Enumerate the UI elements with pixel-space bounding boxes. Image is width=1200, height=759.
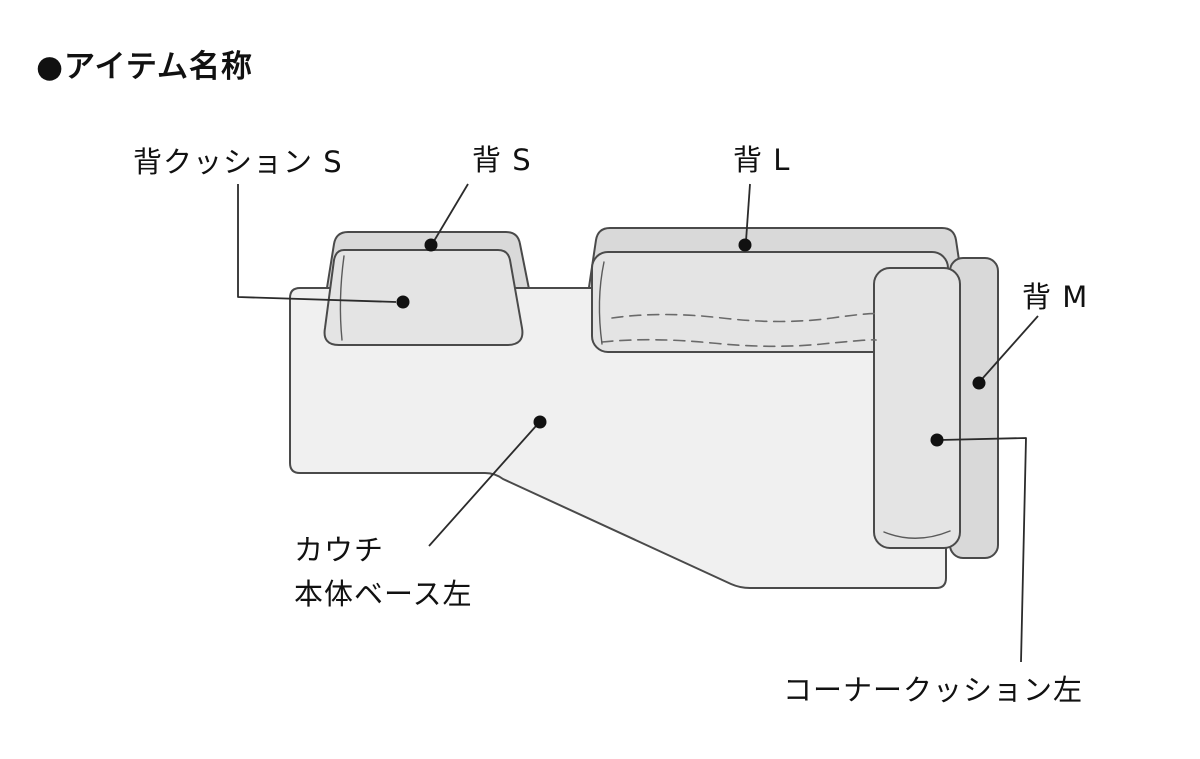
leader-corner-cushion [939, 437, 1027, 663]
page-title: ●アイテム名称 [36, 49, 253, 85]
corner-cushion-wrinkle-bottom [601, 338, 877, 348]
dot-back-s [424, 238, 438, 252]
leader-back-cushion-s [237, 184, 397, 303]
corner-cushion-wrinkle-top [611, 312, 879, 323]
label-couch-line1: カウチ [294, 533, 384, 567]
label-back-s: 背 S [472, 143, 532, 177]
dot-corner-cushion [930, 433, 944, 447]
label-back-cushion-s: 背クッション S [133, 145, 343, 179]
label-couch-line2: 本体ベース左 [294, 577, 473, 611]
label-corner-cushion-left: コーナークッション左 [783, 673, 1083, 707]
leader-back-l [745, 183, 751, 242]
dot-back-l [738, 238, 752, 252]
label-back-l: 背 L [733, 143, 790, 177]
corner-cushion-vertical-arm [873, 267, 961, 549]
leader-couch-base [428, 425, 537, 547]
corner-cushion-left-edge-seam [598, 261, 605, 345]
dot-back-cushion-s [396, 295, 410, 309]
dot-back-m [972, 376, 986, 390]
dot-couch-base [533, 415, 547, 429]
back-cushion-s-shape [323, 249, 524, 346]
leader-back-m [981, 315, 1039, 380]
corner-cushion-bottom-seam [883, 530, 951, 539]
leader-back-s [433, 183, 469, 242]
label-back-m: 背 M [1022, 280, 1088, 314]
back-cushion-s-seam [339, 255, 345, 341]
